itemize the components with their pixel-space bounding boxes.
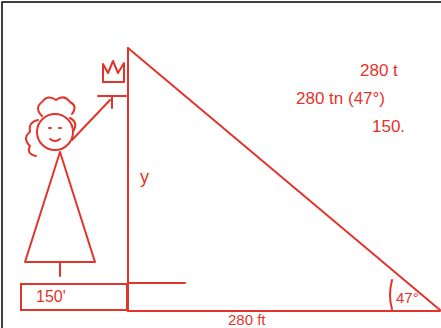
figure-head	[37, 114, 73, 150]
dimension-label: 150'	[36, 288, 66, 306]
figure-dress	[25, 152, 95, 262]
figure-hair	[26, 97, 75, 156]
building-roof-line	[128, 282, 185, 284]
sign-stem	[111, 96, 113, 108]
dimension-label: 47°	[396, 290, 419, 307]
figure-leg	[59, 262, 61, 276]
platform-box: 150'	[20, 283, 128, 311]
triangle-base	[128, 310, 440, 312]
dimension-label: 280 ft	[228, 312, 266, 328]
angle-arc	[390, 280, 392, 309]
work-note: 280 tn (47°)	[296, 90, 385, 109]
work-note: 280 t	[360, 62, 398, 81]
work-note: 150.	[372, 118, 405, 137]
figure-face	[49, 128, 61, 141]
triangle-side	[127, 48, 129, 311]
triangle-hypotenuse	[128, 48, 440, 310]
crown	[103, 61, 124, 82]
figure-arm	[72, 100, 110, 140]
dimension-label: y	[140, 168, 149, 188]
